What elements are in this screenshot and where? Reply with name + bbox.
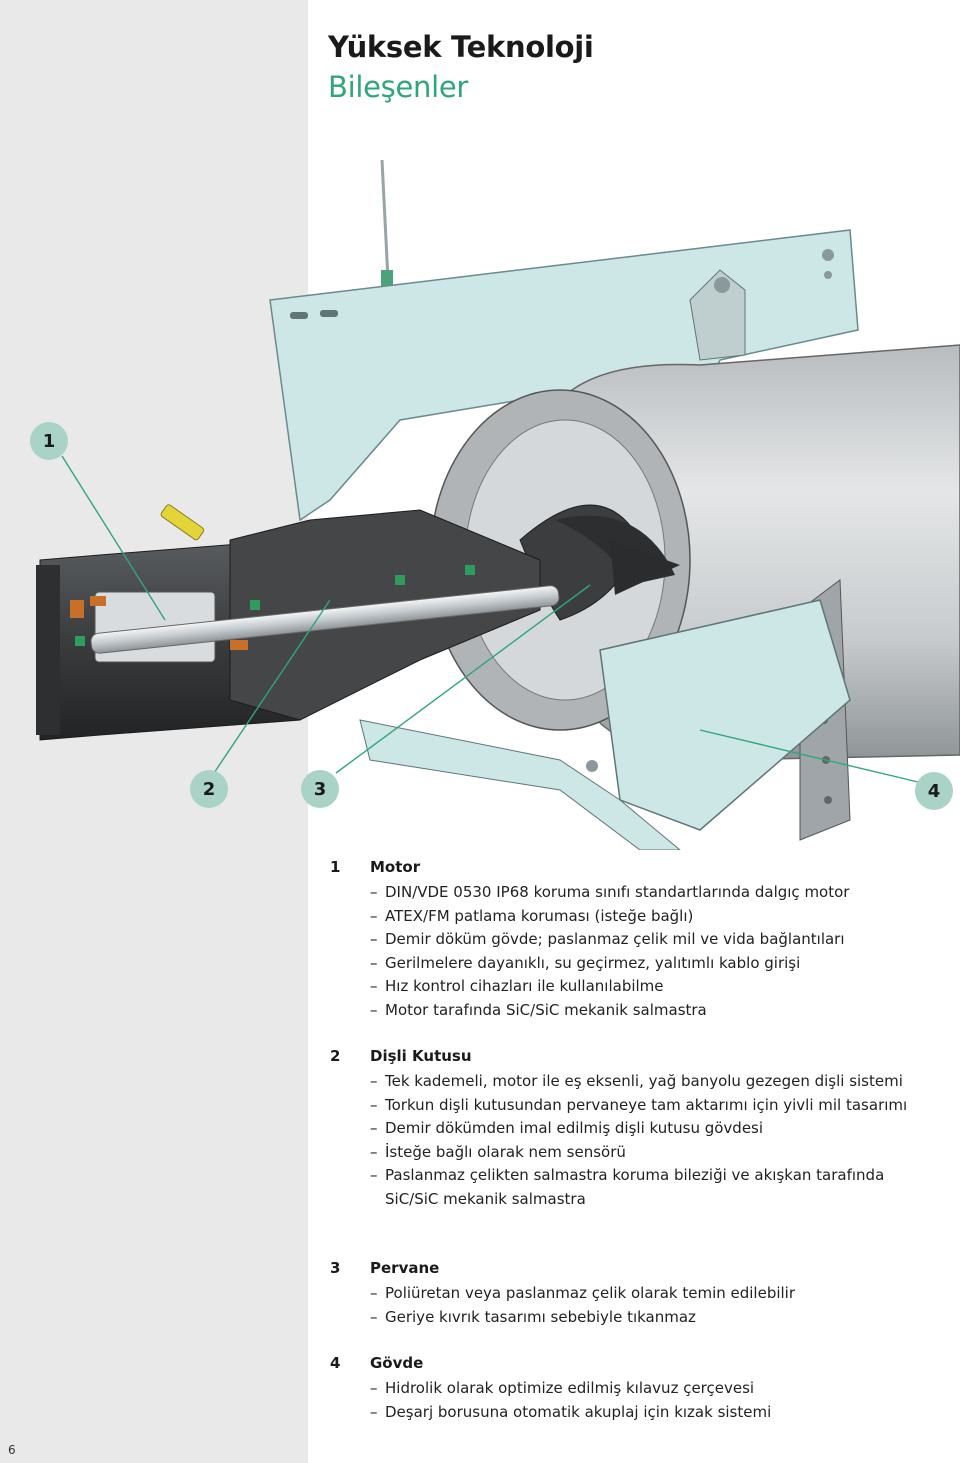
callout-3: 3 <box>301 770 339 808</box>
list-item: DIN/VDE 0530 IP68 koruma sınıfı standart… <box>370 881 940 905</box>
list-item: Gerilmelere dayanıklı, su geçirmez, yalı… <box>370 952 940 976</box>
list-item: Demir döküm gövde; paslanmaz çelik mil v… <box>370 928 940 952</box>
section-gearbox: 2 Dişli Kutusu Tek kademeli, motor ile e… <box>330 1047 930 1217</box>
list-item: Geriye kıvrık tasarımı sebebiyle tıkanma… <box>370 1306 940 1330</box>
leader-line-2 <box>213 599 331 774</box>
section-number: 1 <box>330 858 341 876</box>
callout-4: 4 <box>915 772 953 810</box>
leader-line-4 <box>699 729 919 783</box>
list-item: Hız kontrol cihazları ile kullanılabilme <box>370 975 940 999</box>
callout-2: 2 <box>190 770 228 808</box>
section-title: Pervane <box>370 1259 440 1277</box>
page-number: 6 <box>8 1443 16 1457</box>
bullet-list: Hidrolik olarak optimize edilmiş kılavuz… <box>370 1377 940 1424</box>
list-item: Demir dökümden imal edilmiş dişli kutusu… <box>370 1117 940 1141</box>
list-item: Hidrolik olarak optimize edilmiş kılavuz… <box>370 1377 940 1401</box>
section-title: Gövde <box>370 1354 424 1372</box>
cable-line <box>380 159 390 281</box>
section-number: 3 <box>330 1259 341 1277</box>
bullet-list: DIN/VDE 0530 IP68 koruma sınıfı standart… <box>370 881 940 1022</box>
bullet-list: Poliüretan veya paslanmaz çelik olarak t… <box>370 1282 940 1329</box>
list-item: Poliüretan veya paslanmaz çelik olarak t… <box>370 1282 940 1306</box>
page-title: Yüksek Teknoloji <box>328 30 594 64</box>
bullet-list: Tek kademeli, motor ile eş eksenli, yağ … <box>370 1070 940 1211</box>
section-title: Motor <box>370 858 421 876</box>
callout-1: 1 <box>30 422 68 460</box>
list-item: Tek kademeli, motor ile eş eksenli, yağ … <box>370 1070 940 1094</box>
leader-line-3 <box>335 584 591 774</box>
list-item: Deşarj borusuna otomatik akuplaj için kı… <box>370 1401 940 1425</box>
leader-line-1 <box>61 455 166 621</box>
list-item: Motor tarafında SiC/SiC mekanik salmastr… <box>370 999 940 1023</box>
section-housing: 4 Gövde Hidrolik olarak optimize edilmiş… <box>330 1354 930 1429</box>
list-item: Paslanmaz çelikten salmastra koruma bile… <box>370 1164 940 1211</box>
section-motor: 1 Motor DIN/VDE 0530 IP68 koruma sınıfı … <box>330 858 930 1022</box>
section-number: 4 <box>330 1354 341 1372</box>
list-item: Torkun dişli kutusundan pervaneye tam ak… <box>370 1094 940 1118</box>
section-title: Dişli Kutusu <box>370 1047 472 1065</box>
moisture-sensor <box>160 504 205 541</box>
shroud-panel <box>599 599 851 831</box>
list-item: ATEX/FM patlama koruması (isteğe bağlı) <box>370 905 940 929</box>
page-subtitle: Bileşenler <box>328 70 469 104</box>
section-propeller: 3 Pervane Poliüretan veya paslanmaz çeli… <box>330 1259 930 1334</box>
section-number: 2 <box>330 1047 341 1065</box>
mixer-cutaway-illustration <box>36 159 960 850</box>
list-item: İsteğe bağlı olarak nem sensörü <box>370 1141 940 1165</box>
